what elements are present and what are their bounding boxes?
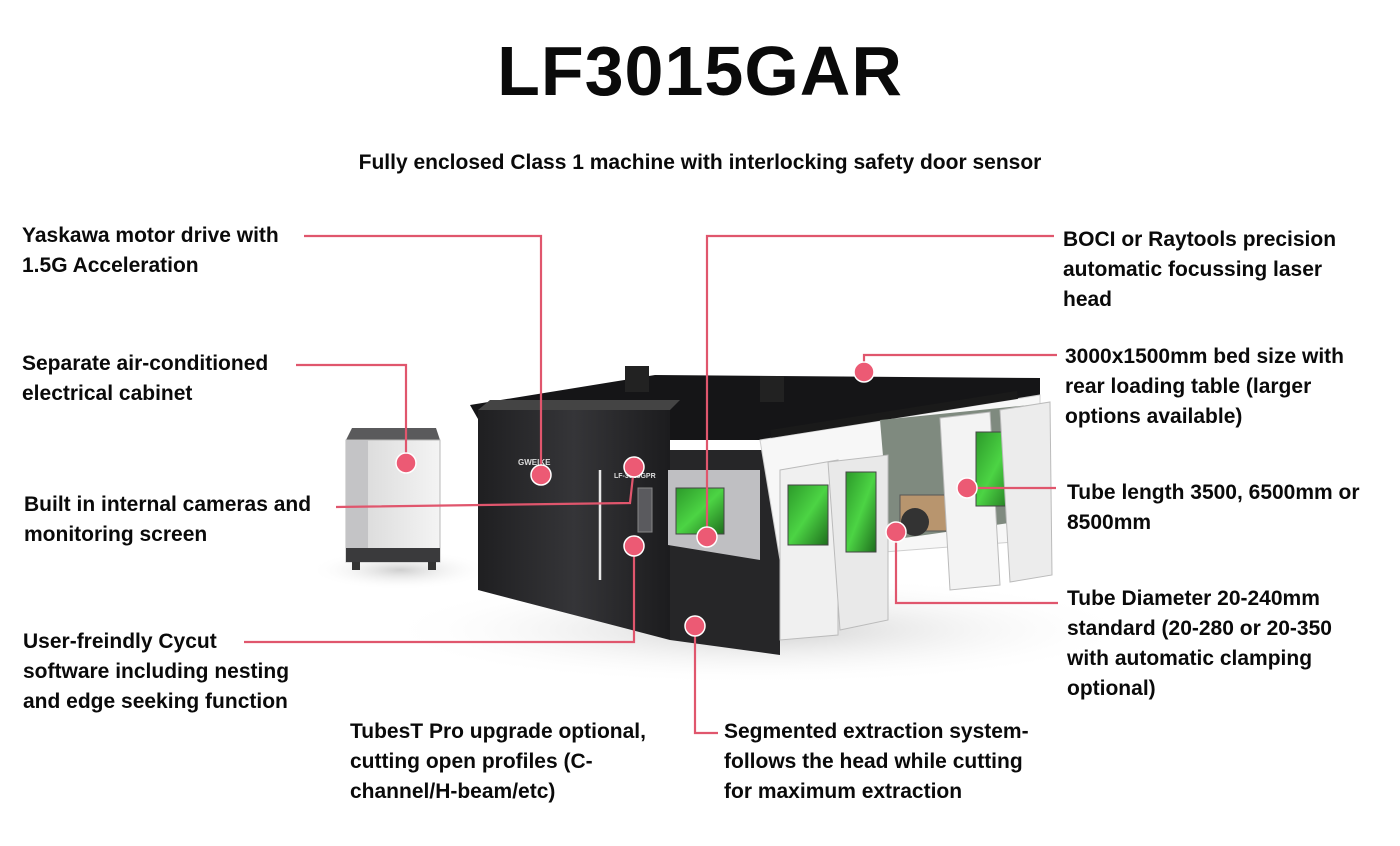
- callout-motor-drive: Yaskawa motor drive with 1.5G Accelerati…: [22, 224, 279, 277]
- callout-software: User-freindly Cycut software including n…: [23, 630, 290, 713]
- brand-mark: GWEIKE: [518, 458, 551, 467]
- page-subtitle: Fully enclosed Class 1 machine with inte…: [358, 151, 1042, 174]
- callout-tube-length: Tube length 3500, 6500mm or 8500mm: [1067, 481, 1360, 534]
- marker-extraction: [684, 615, 706, 637]
- callout-bed-size: 3000x1500mm bed size with rear loading t…: [1065, 345, 1344, 428]
- callout-markers: [395, 361, 978, 637]
- leader-tube-diameter: [894, 532, 1058, 605]
- top-vent: [760, 376, 784, 402]
- marker-laser-head: [696, 526, 718, 548]
- marker-bed: [853, 361, 875, 383]
- leader-motor: [304, 234, 543, 475]
- marker-software: [623, 535, 645, 557]
- laser-machine: GWEIKE LF-3015GPR: [470, 366, 1053, 655]
- leader-extraction: [693, 626, 718, 735]
- callout-tube-diameter: Tube Diameter 20-240mm standard (20-280 …: [1067, 587, 1332, 700]
- top-vent: [625, 366, 649, 392]
- leader-cameras: [335, 466, 636, 509]
- marker-tube-diameter: [885, 521, 907, 543]
- callout-tubest-pro: TubesT Pro upgrade optional, cutting ope…: [350, 720, 646, 803]
- page-title: LF3015GAR: [497, 32, 903, 110]
- callout-extraction: Segmented extraction system- follows the…: [724, 720, 1029, 803]
- electrical-cabinet: [345, 428, 441, 570]
- leader-cabinet: [296, 363, 408, 463]
- leader-laser-head: [705, 234, 1054, 537]
- leader-bed: [862, 353, 1057, 372]
- callout-cameras: Built in internal cameras and monitoring…: [24, 493, 312, 546]
- callout-laser-head: BOCI or Raytools precision automatic foc…: [1063, 228, 1337, 311]
- callout-electrical-cabinet: Separate air-conditioned electrical cabi…: [22, 352, 269, 405]
- marker-cameras: [623, 456, 645, 478]
- marker-cabinet: [395, 452, 417, 474]
- marker-motor: [530, 464, 552, 486]
- marker-tube-length: [956, 477, 978, 499]
- leader-software: [244, 546, 636, 644]
